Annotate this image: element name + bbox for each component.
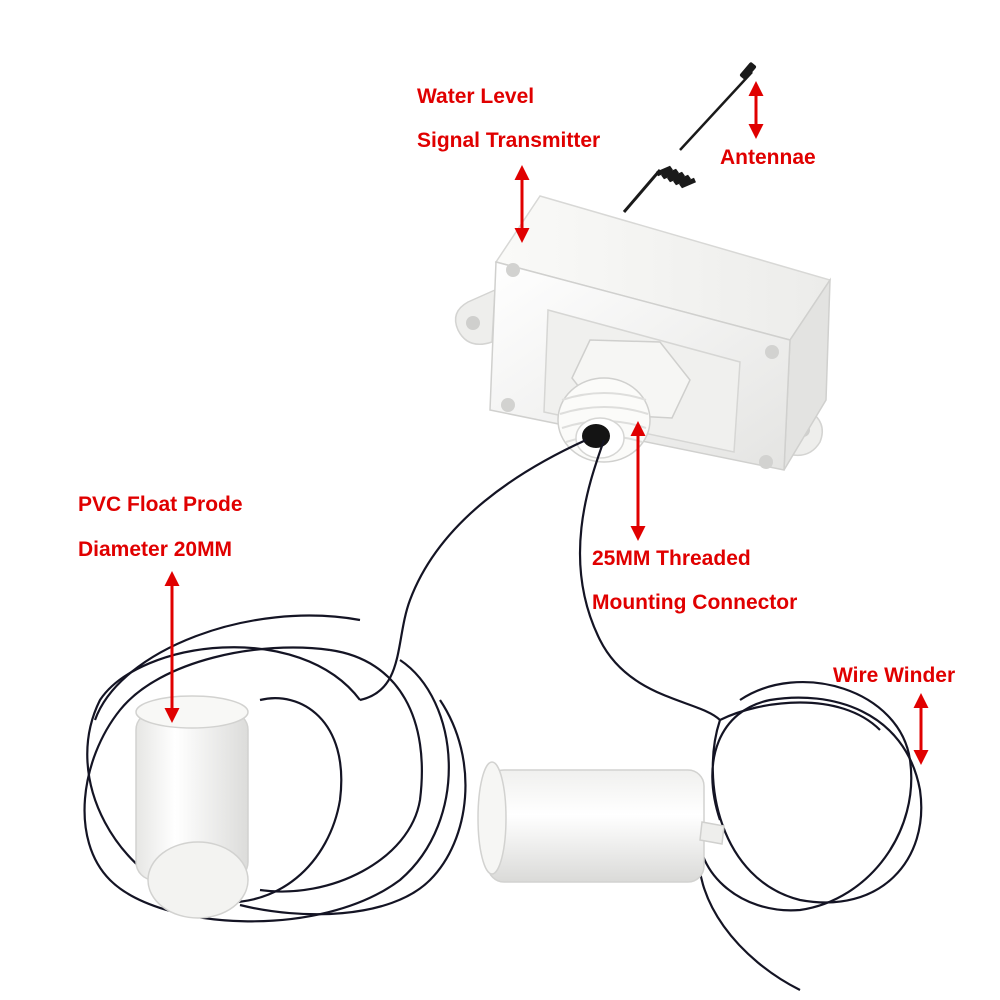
- label-threaded: 25MM Threaded: [592, 547, 751, 570]
- label-antennae: Antennae: [720, 146, 816, 169]
- label-water-level: Water Level: [417, 85, 535, 108]
- threaded-connector: [557, 339, 691, 463]
- label-mounting-connector: Mounting Connector: [592, 591, 798, 614]
- float-probe-right: [477, 761, 725, 883]
- label-signal-transmitter: Signal Transmitter: [417, 129, 601, 152]
- antenna: [622, 62, 757, 213]
- float-probe-left: [135, 695, 249, 919]
- label-pvc-float: PVC Float Prode: [78, 493, 243, 516]
- label-diameter: Diameter 20MM: [78, 538, 233, 561]
- antenna-spring: [656, 165, 696, 189]
- annotation-arrows: [164, 81, 929, 765]
- transmitter-housing: [454, 195, 832, 471]
- label-wire-winder: Wire Winder: [833, 664, 956, 687]
